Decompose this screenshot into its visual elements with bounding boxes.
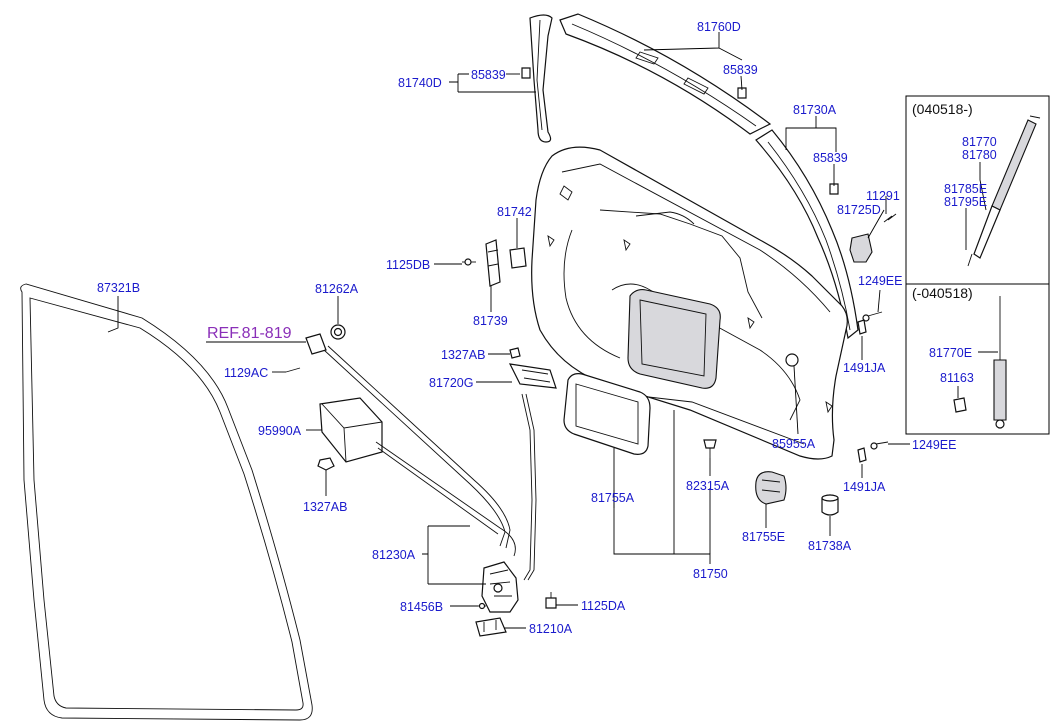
label-81750: 81750 (693, 567, 728, 581)
label-82315A: 82315A (686, 479, 730, 493)
handle-81720G-part (508, 363, 557, 581)
label-81730A: 81730A (793, 103, 837, 117)
control-module-95990A-part (319, 397, 516, 557)
liftgate-trim-panel-part (531, 146, 848, 460)
label-81720G: 81720G (429, 376, 473, 390)
label-85955A: 85955A (772, 437, 816, 451)
label-95990A: 95990A (258, 424, 302, 438)
left-side-trim-part (529, 14, 553, 143)
label-85839-top: 85839 (723, 63, 758, 77)
label-81755E: 81755E (742, 530, 785, 544)
label-1125DB: 1125DB (386, 258, 430, 272)
screw-1125DA-part (545, 592, 557, 609)
bracket-81739-part (485, 239, 527, 287)
clip-1491JA-top-part (857, 319, 867, 335)
label-1129AC: 1129AC (224, 366, 268, 380)
pad-81755E-part (755, 471, 787, 505)
label-1327AB-top: 1327AB (441, 348, 485, 362)
inset-new-title: (040518-) (912, 101, 973, 117)
label-1125DA: 1125DA (581, 599, 626, 613)
clip-85839-parts (521, 67, 839, 195)
outside-handle-cable-part (305, 333, 511, 549)
label-81780: 81780 (962, 148, 997, 162)
leader-lines (107, 32, 998, 629)
clip-1491JA-bottom-part (857, 447, 867, 463)
label-81210A: 81210A (529, 622, 573, 636)
label-81755A: 81755A (591, 491, 635, 505)
fastener-82315A-part (703, 439, 717, 458)
gas-strut-old-part (953, 296, 1007, 429)
gas-strut-new-part (967, 115, 1041, 267)
label-81163: 81163 (940, 371, 974, 385)
label-81262A: 81262A (315, 282, 359, 296)
bumper-81738A-part (821, 494, 839, 516)
label-81770: 81770 (962, 135, 997, 149)
label-1327AB-bottom: 1327AB (303, 500, 347, 514)
striker-81210A-part (475, 617, 507, 637)
label-81795E: 81795E (944, 195, 987, 209)
label-81456B: 81456B (400, 600, 443, 614)
label-1249EE-bottom: 1249EE (912, 438, 956, 452)
latch-assembly-81230A-part (481, 561, 519, 613)
label-11291: 11291 (866, 189, 900, 203)
label-81785E: 81785E (944, 182, 987, 196)
right-side-trim-part (755, 129, 859, 340)
nut-1327AB-top-part (509, 347, 521, 359)
upper-header-trim-part (559, 13, 772, 135)
label-81740D: 81740D (398, 76, 442, 90)
label-85839-left: 85839 (471, 68, 506, 82)
reference-label[interactable]: REF.81-819 (207, 325, 292, 342)
label-81770E: 81770E (929, 346, 972, 360)
weatherstrip-seal-part (20, 283, 313, 721)
label-81739: 81739 (473, 314, 508, 328)
screw-1125DB-head (464, 258, 472, 266)
label-81230A: 81230A (372, 548, 416, 562)
label-81738A: 81738A (808, 539, 852, 553)
label-85839-mid: 85839 (813, 151, 848, 165)
inset-old-title: (-040518) (912, 285, 973, 301)
label-81742: 81742 (497, 205, 532, 219)
screw-1249EE-top-part (862, 311, 883, 322)
label-1491JA-top: 1491JA (843, 361, 886, 375)
label-1491JA-bottom: 1491JA (843, 480, 886, 494)
screw-1129AC-part (285, 367, 301, 373)
label-81760D: 81760D (697, 20, 741, 34)
label-87321B: 87321B (97, 281, 140, 295)
screw-81456B-part (478, 602, 486, 610)
label-1249EE-top: 1249EE (858, 274, 902, 288)
window-trim-frame-part (563, 373, 651, 455)
inset-frame-group (905, 95, 1050, 435)
grommet-81262A-part (330, 324, 346, 340)
latch-actuator-part (849, 213, 897, 263)
label-81725D: 81725D (837, 203, 881, 217)
screw-1249EE-bottom-part (870, 441, 889, 450)
nut-1327AB-bottom-part (317, 457, 335, 471)
